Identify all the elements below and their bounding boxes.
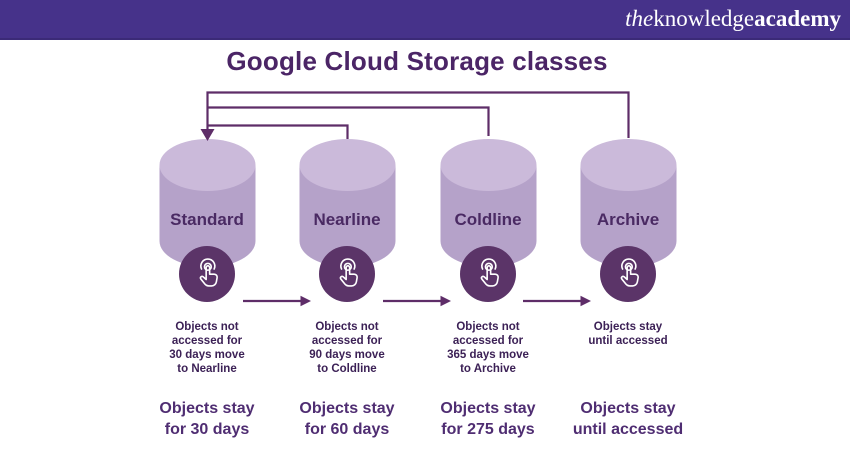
logo-prefix: the (625, 6, 654, 31)
note-line: accessed for (452, 335, 524, 347)
stay-line: for 30 days (164, 421, 250, 438)
transition-note: Objects not accessed for 30 days move to… (139, 320, 275, 376)
tap-gesture-icon (620, 258, 639, 287)
tap-icon-circle (319, 246, 375, 302)
tap-icon-circle (600, 246, 656, 302)
class-label: Standard (170, 210, 244, 229)
stay-line: Objects stay (580, 400, 676, 417)
retention-note: Objects stay for 30 days (139, 398, 275, 440)
note-line: to Nearline (177, 363, 237, 375)
note-line: 30 days move (169, 349, 245, 361)
note-line: Objects not (315, 321, 379, 333)
transition-note: Objects stay until accessed (560, 320, 696, 348)
tap-icon-circle (460, 246, 516, 302)
retention-note: Objects stay until accessed (560, 398, 696, 440)
storage-cylinder-icon (159, 139, 255, 267)
note-line: Objects not (456, 321, 520, 333)
note-line: to Archive (460, 363, 516, 375)
storage-class-column-standard: Standard Objects not accessed for 30 day… (139, 0, 275, 450)
stay-line: Objects stay (440, 400, 536, 417)
storage-cylinder-icon (440, 139, 536, 267)
note-line: accessed for (311, 335, 383, 347)
class-label: Nearline (313, 210, 381, 229)
note-line: 90 days move (309, 349, 385, 361)
retention-note: Objects stay for 275 days (420, 398, 556, 440)
note-line: 365 days move (447, 349, 529, 361)
class-label: Archive (596, 210, 660, 229)
note-line: to Coldline (317, 363, 377, 375)
stay-line: for 60 days (304, 421, 390, 438)
stay-line: until accessed (572, 421, 684, 438)
note-line: Objects not (175, 321, 239, 333)
storage-class-column-coldline: Coldline Objects not accessed for 365 da… (420, 0, 556, 450)
tap-icon-circle (179, 246, 235, 302)
logo-suffix: academy (754, 6, 841, 31)
retention-note: Objects stay for 60 days (279, 398, 415, 440)
class-label: Coldline (454, 210, 522, 229)
page-title: Google Cloud Storage classes (226, 46, 608, 76)
transition-note: Objects not accessed for 365 days move t… (420, 320, 556, 376)
tap-gesture-icon (339, 258, 358, 287)
storage-cylinder-icon (299, 139, 395, 267)
stay-line: for 275 days (441, 421, 535, 438)
header-bar: theknowledgeacademy (0, 0, 850, 40)
knowledge-academy-logo: theknowledgeacademy (625, 5, 841, 33)
note-line: until accessed (588, 335, 668, 347)
storage-class-column-archive: Archive Objects stay until accessed Obje… (560, 0, 696, 450)
tap-gesture-icon (199, 258, 218, 287)
logo-mid: knowledge (653, 6, 755, 31)
storage-cylinder-icon (580, 139, 676, 267)
tap-gesture-icon (480, 258, 499, 287)
note-line: accessed for (171, 335, 243, 347)
stay-line: Objects stay (299, 400, 395, 417)
stay-line: Objects stay (159, 400, 255, 417)
transition-note: Objects not accessed for 90 days move to… (279, 320, 415, 376)
storage-class-column-nearline: Nearline Objects not accessed for 90 day… (279, 0, 415, 450)
note-line: Objects stay (593, 321, 663, 333)
